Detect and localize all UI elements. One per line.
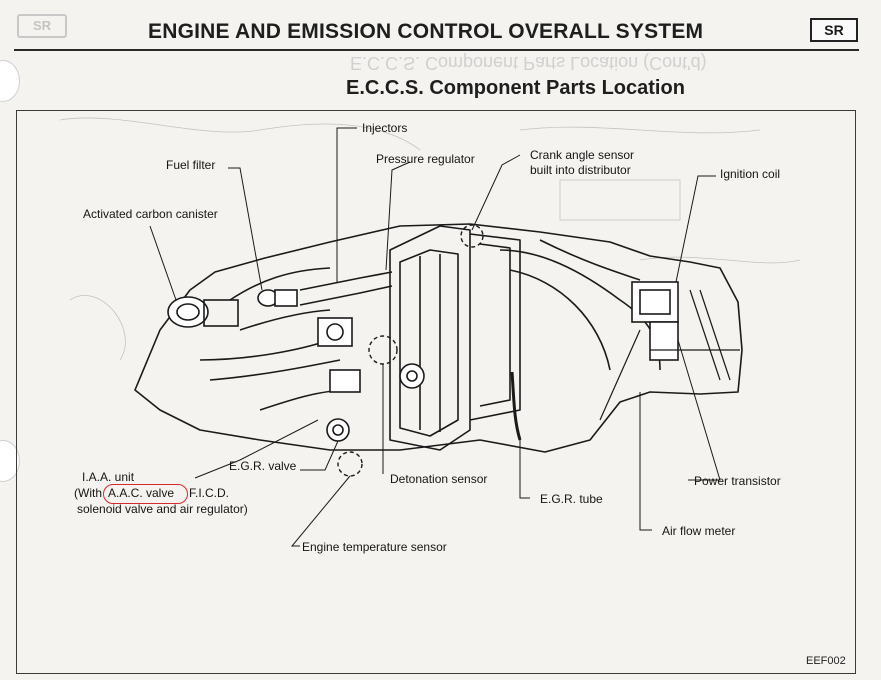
label-pressure-regulator: Pressure regulator xyxy=(376,152,475,166)
label-injectors: Injectors xyxy=(362,121,408,135)
engine-outline xyxy=(134,223,743,453)
label-aac-valve: A.A.C. valve xyxy=(108,486,175,500)
label-air-flow-meter: Air flow meter xyxy=(662,524,736,538)
detonation-sensor-part xyxy=(399,363,425,389)
label-ficd: F.I.C.D. xyxy=(189,486,230,500)
label-carbon-canister: Activated carbon canister xyxy=(83,207,218,221)
label-crank-angle-sensor-line2: built into distributor xyxy=(530,163,631,177)
air-flow-meter-part xyxy=(599,289,740,421)
iaa-unit-part xyxy=(317,317,361,393)
aac-valve-highlight xyxy=(103,484,188,504)
label-fuel-filter: Fuel filter xyxy=(166,158,216,172)
label-engine-temperature-sensor: Engine temperature sensor xyxy=(302,540,447,554)
label-egr-tube: E.G.R. tube xyxy=(540,492,603,506)
label-iaa-with: (With xyxy=(74,486,102,500)
label-ignition-coil: Ignition coil xyxy=(720,167,781,181)
figure-frame xyxy=(16,110,856,674)
egr-tube-part xyxy=(510,371,522,441)
egr-valve-part xyxy=(326,418,350,442)
label-power-transistor: Power transistor xyxy=(694,474,781,488)
label-crank-angle-sensor: Crank angle sensor xyxy=(530,148,635,162)
page-title: ENGINE AND EMISSION CONTROL OVERALL SYST… xyxy=(148,20,704,43)
section-badge: SR xyxy=(810,18,858,42)
bleed-through-drawing xyxy=(59,117,801,361)
carbon-canister-part xyxy=(167,296,239,328)
section-title: E.C.C.S. Component Parts Location xyxy=(346,77,685,99)
leader-lines xyxy=(149,127,721,547)
label-detonation-sensor: Detonation sensor xyxy=(390,472,488,486)
header-divider xyxy=(14,49,859,51)
ignition-coil-part xyxy=(631,281,679,361)
ghost-section-tab: SR xyxy=(17,14,67,38)
label-iaa-unit: I.A.A. unit xyxy=(82,470,135,484)
label-iaa-details: solenoid valve and air regulator) xyxy=(77,502,248,516)
figure-code: EEF002 xyxy=(806,655,846,667)
label-egr-valve: E.G.R. valve xyxy=(229,459,297,473)
fuel-filter-part xyxy=(257,289,298,307)
hidden-part-markers xyxy=(337,224,484,477)
